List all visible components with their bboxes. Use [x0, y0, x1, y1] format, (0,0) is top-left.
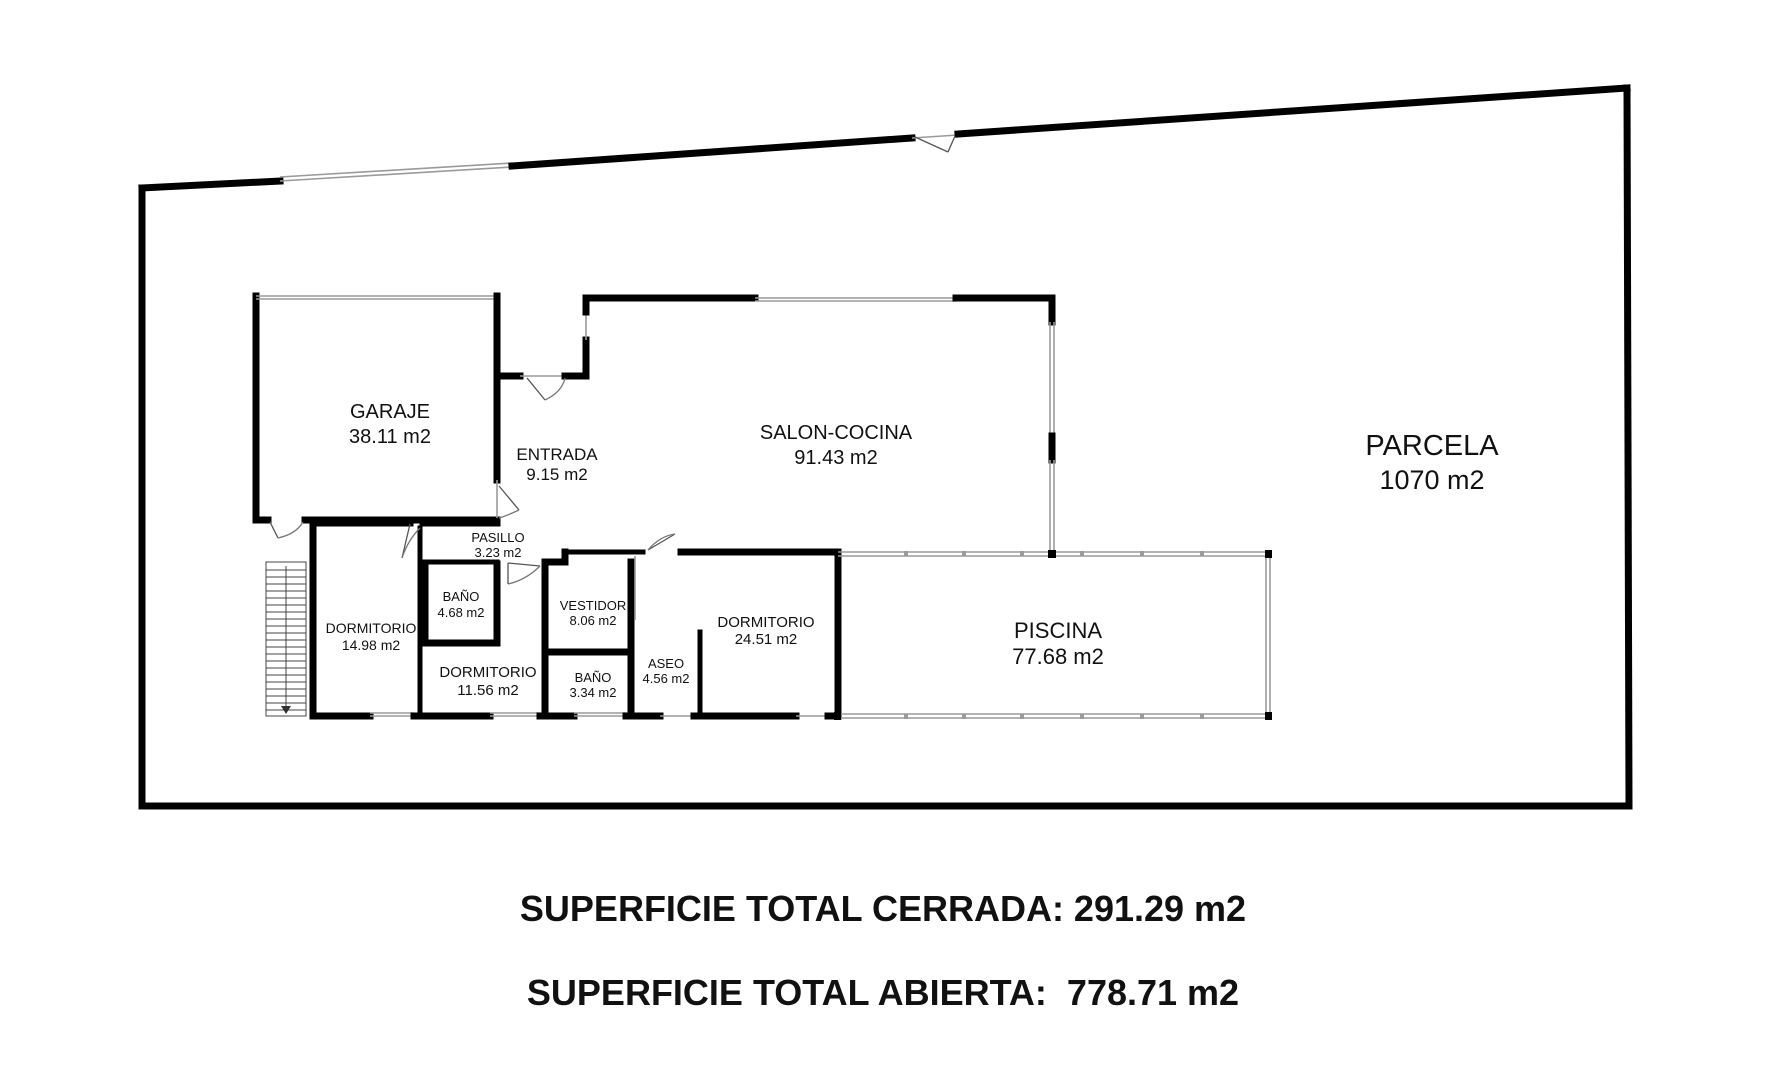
pool-edge-tick: [1200, 551, 1204, 556]
piscina-outline: [834, 550, 1272, 720]
label-pasillo-area: 3.23 m2: [475, 545, 522, 560]
pool-edge-tick: [1080, 714, 1084, 719]
pool-edge-tick: [904, 551, 908, 556]
label-salon-name: SALON-COCINA: [760, 422, 913, 444]
label-garaje-name: GARAJE: [350, 401, 430, 423]
label-aseo-area: 4.56 m2: [643, 671, 690, 686]
room-labels: PARCELA 1070 m2 GARAJE 38.11 m2 ENTRADA …: [326, 401, 1500, 700]
label-vestidor-area: 8.06 m2: [570, 613, 617, 628]
label-dormitorio-a-name: DORMITORIO: [326, 620, 417, 636]
label-garaje-area: 38.11 m2: [349, 426, 431, 448]
pool-edge-tick: [904, 714, 908, 719]
label-parcela-area: 1070 m2: [1379, 465, 1484, 495]
label-aseo-name: ASEO: [648, 656, 684, 671]
pool-edge-tick: [1200, 714, 1204, 719]
pool-edge-tick: [1140, 714, 1144, 719]
pool-edge-tick: [1080, 551, 1084, 556]
label-dormitorio-c-area: 24.51 m2: [735, 631, 798, 648]
label-vestidor-name: VESTIDOR: [560, 598, 626, 613]
label-dormitorio-b-name: DORMITORIO: [439, 664, 536, 681]
entrada-walls: [493, 294, 590, 518]
bedroom-wing-walls: [309, 519, 842, 720]
label-piscina-area: 77.68 m2: [1012, 644, 1104, 669]
staircase-icon: [265, 561, 307, 717]
label-salon-area: 91.43 m2: [794, 447, 877, 469]
garaje-door-icon: [269, 521, 304, 539]
label-bano-a-area: 4.68 m2: [438, 605, 485, 620]
salon-walls: [562, 294, 1056, 556]
label-bano-b-area: 3.34 m2: [570, 685, 617, 700]
pool-edge-tick: [962, 714, 966, 719]
pool-edge-tick: [1020, 551, 1024, 556]
bedroom-doors-icon: [401, 523, 541, 585]
pool-edge-tick: [1020, 714, 1024, 719]
plot-boundary: [138, 84, 1633, 810]
label-dormitorio-b-area: 11.56 m2: [457, 682, 518, 699]
label-bano-b-name: BAÑO: [575, 670, 612, 685]
label-piscina-name: PISCINA: [1014, 618, 1102, 643]
label-parcela-name: PARCELA: [1365, 430, 1499, 462]
entrada-door-icon: [498, 377, 566, 519]
salon-door-icon: [647, 533, 676, 551]
label-dormitorio-a-area: 14.98 m2: [342, 637, 401, 653]
label-dormitorio-c-name: DORMITORIO: [717, 614, 814, 631]
label-bano-a-name: BAÑO: [443, 589, 480, 604]
label-pasillo-name: PASILLO: [471, 530, 524, 545]
summary-cerrada: SUPERFICIE TOTAL CERRADA: 291.29 m2: [519, 888, 1247, 929]
pool-edge-tick: [1140, 551, 1144, 556]
pool-edge-tick: [962, 551, 966, 556]
summary-abierta: SUPERFICIE TOTAL ABIERTA: 778.71 m2: [526, 972, 1240, 1013]
label-entrada-area: 9.15 m2: [526, 465, 587, 484]
label-entrada-name: ENTRADA: [516, 445, 598, 464]
plot-gate-icon: [914, 135, 956, 153]
